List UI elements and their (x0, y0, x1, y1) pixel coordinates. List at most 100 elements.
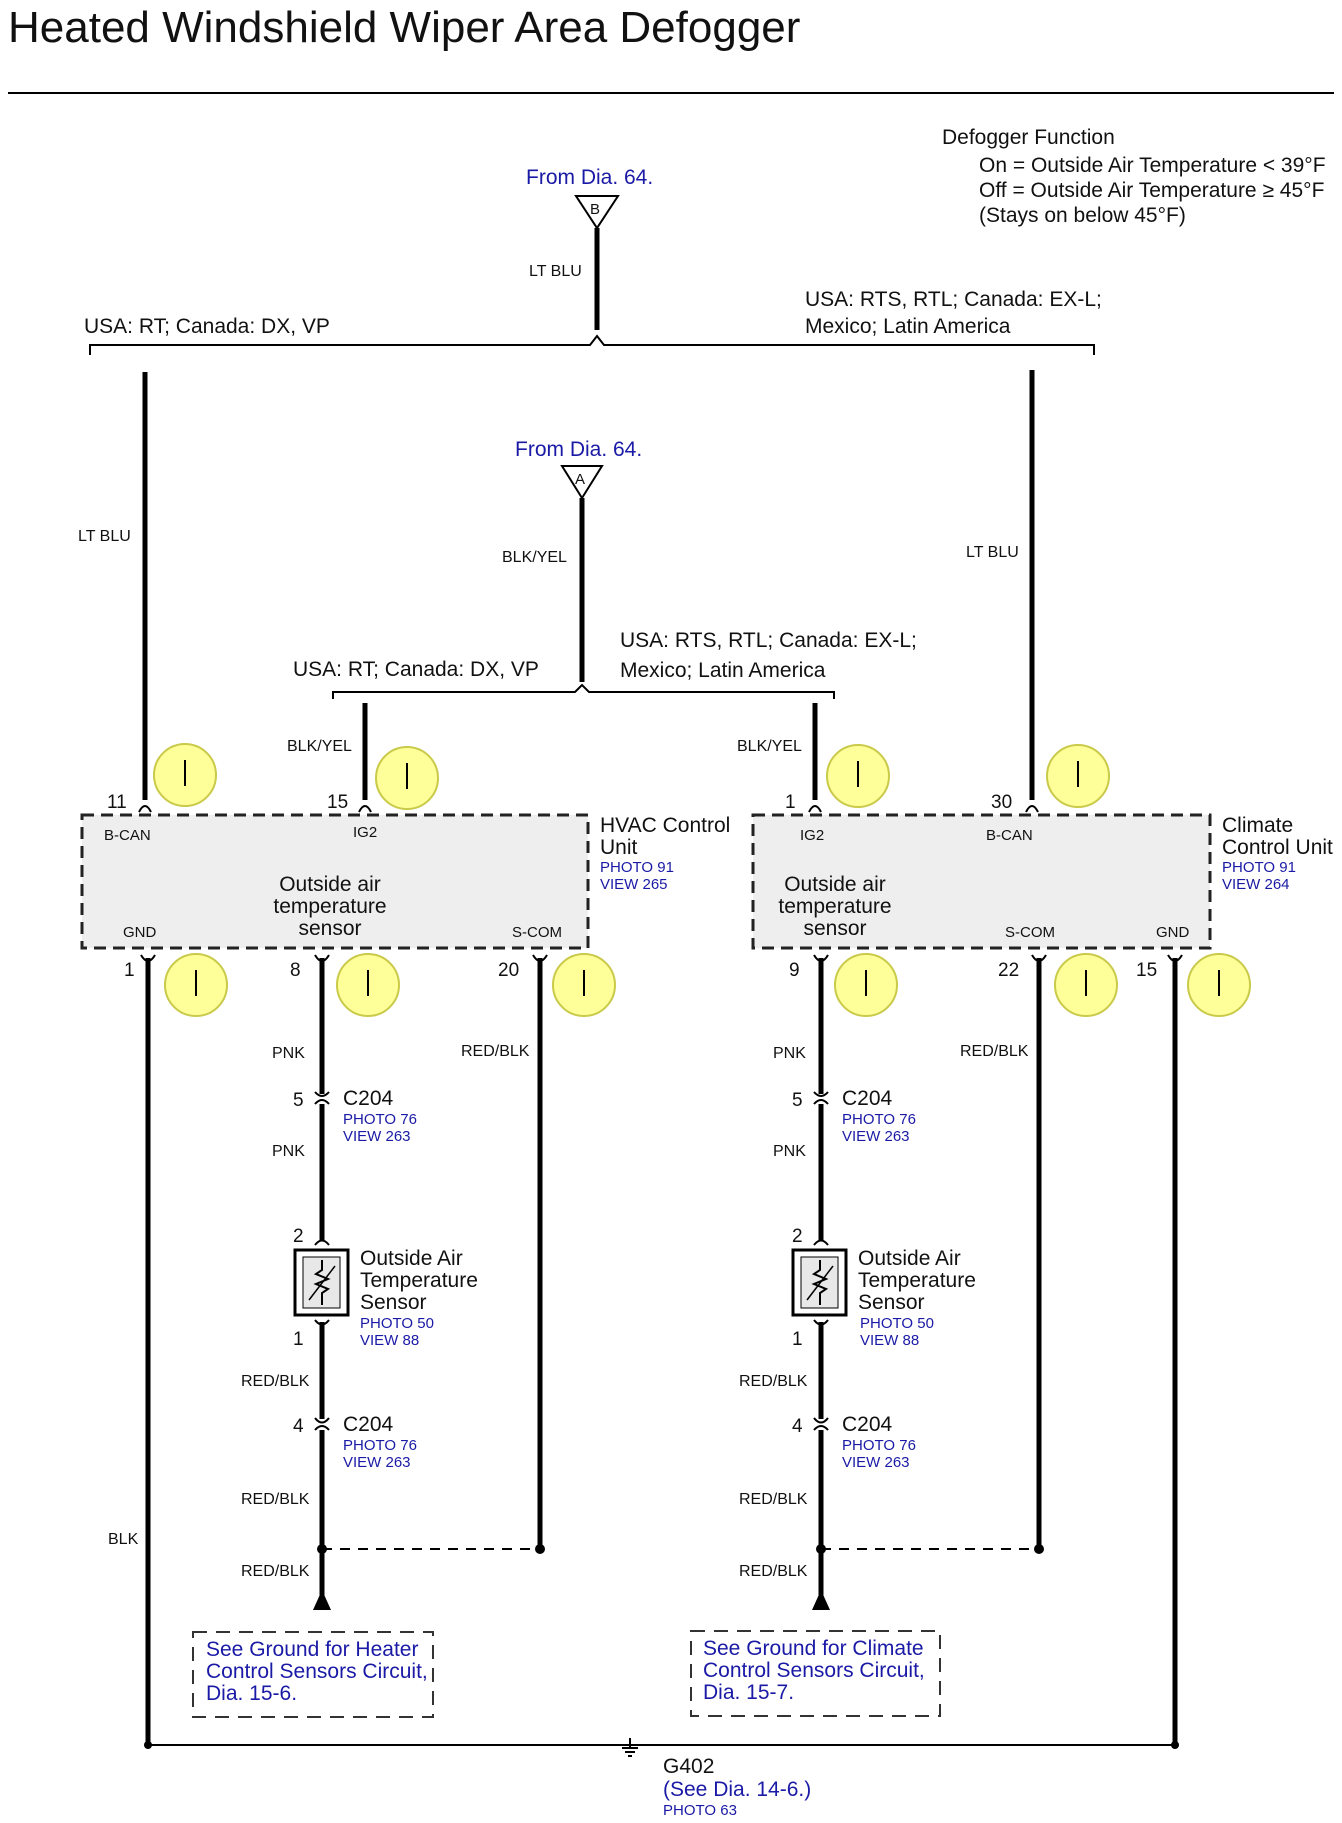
climate-inner-line2: temperature (778, 895, 891, 918)
c204-left-bottom-photo: PHOTO 76 (343, 1437, 417, 1454)
wire-label-lt-blu-top: LT BLU (529, 263, 582, 280)
splice-point-right-scom (1034, 1544, 1044, 1554)
hvac-view: VIEW 265 (600, 876, 668, 893)
hvac-inner-line2: temperature (273, 895, 386, 918)
wire-label-pnk-right-b: PNK (773, 1143, 806, 1160)
variant-bracket-top (89, 334, 1095, 355)
pin-hvac-gnd: 1 (124, 960, 135, 981)
see-heater-line2: Control Sensors Circuit, (206, 1660, 428, 1683)
clock-icon (1054, 953, 1118, 1017)
thermistor-arrow-icon (806, 1265, 834, 1301)
climate-scom-label: S-COM (1005, 924, 1055, 941)
c204-left-pin4: 4 (293, 1416, 304, 1437)
ground-icon (622, 1738, 638, 1757)
hvac-scom-label: S-COM (512, 924, 562, 941)
sensor-left-line1: Outside Air (360, 1247, 463, 1270)
c204-right-pin4: 4 (792, 1416, 803, 1437)
wire-label-blk-yel-hvac: BLK/YEL (287, 738, 352, 755)
sensor-right-photo: PHOTO 50 (860, 1315, 934, 1332)
c204-right-top-name: C204 (842, 1087, 893, 1110)
variant-right-middle-line1: USA: RTS, RTL; Canada: EX-L; (620, 629, 917, 652)
climate-inner-line3: sensor (803, 917, 866, 940)
connector-b-label: B (590, 201, 600, 218)
climate-ig2-label: IG2 (800, 827, 824, 844)
c204-left-bottom-view: VIEW 263 (343, 1454, 411, 1471)
climate-control-unit-box (751, 813, 1212, 950)
sensor-left-photo: PHOTO 50 (360, 1315, 434, 1332)
wire-label-red-blk-left-scom: RED/BLK (461, 1043, 530, 1060)
hvac-photo: PHOTO 91 (600, 859, 674, 876)
climate-gnd-label: GND (1156, 924, 1190, 941)
climate-bcan-label: B-CAN (986, 827, 1033, 844)
sensor-right-line3: Sensor (858, 1291, 925, 1314)
sensor-left-pin2: 2 (293, 1226, 304, 1247)
hvac-inner-line3: sensor (298, 917, 361, 940)
climate-inner-line1: Outside air (784, 873, 886, 896)
clock-icon (375, 746, 439, 810)
ground-photo: PHOTO 63 (663, 1802, 737, 1819)
c204-right-pin5-mark (813, 1091, 829, 1105)
defogger-off: Off = Outside Air Temperature ≥ 45°F (979, 179, 1324, 202)
ground-g402-label: G402 (663, 1755, 714, 1778)
c204-left-pin4-mark (314, 1417, 330, 1431)
variant-left-top: USA: RT; Canada: DX, VP (84, 315, 330, 338)
defogger-stays: (Stays on below 45°F) (979, 204, 1186, 227)
see-ground-climate-box (690, 1630, 941, 1717)
see-heater-line3[interactable]: Dia. 15-6. (206, 1682, 297, 1705)
pin-climate-bcan: 30 (991, 792, 1012, 813)
wire-label-lt-blu-right: LT BLU (966, 544, 1019, 561)
pin-climate-scom: 22 (998, 960, 1019, 981)
hvac-bcan-label: B-CAN (104, 827, 151, 844)
clock-icon (552, 953, 616, 1017)
hvac-gnd-label: GND (123, 924, 157, 941)
page-title: Heated Windshield Wiper Area Defogger (8, 3, 800, 52)
see-climate-line3[interactable]: Dia. 15-7. (703, 1681, 794, 1704)
hvac-name-line2: Unit (600, 836, 638, 859)
c204-left-pin5: 5 (293, 1090, 304, 1111)
defogger-on: On = Outside Air Temperature < 39°F (979, 154, 1326, 177)
wire-label-blk: BLK (108, 1531, 139, 1548)
hvac-inner-line1: Outside air (279, 873, 381, 896)
climate-name-line1: Climate (1222, 814, 1293, 837)
sensor-right-pin2: 2 (792, 1226, 803, 1247)
sensor-left-line2: Temperature (360, 1269, 478, 1292)
see-ground-heater-box (192, 1631, 434, 1718)
clock-icon (834, 953, 898, 1017)
climate-name-line2: Control Unit (1222, 836, 1333, 859)
ground-see-dia[interactable]: (See Dia. 14-6.) (663, 1778, 811, 1801)
c204-right-bottom-view: VIEW 263 (842, 1454, 910, 1471)
c204-right-bottom-name: C204 (842, 1413, 893, 1436)
sensor-right-view: VIEW 88 (860, 1332, 919, 1349)
pin-hvac-bcan: 11 (107, 792, 127, 813)
ground-node-left (144, 1741, 152, 1749)
c204-left-bottom-name: C204 (343, 1413, 394, 1436)
sensor-right-pin2-mark (813, 1239, 829, 1246)
pin-climate-gnd: 15 (1136, 960, 1157, 981)
resistor-icon (313, 1260, 331, 1305)
hvac-name-line1: HVAC Control (600, 814, 730, 837)
sensor-left-pin2-mark (314, 1239, 330, 1246)
wire-label-red-blk-right-a: RED/BLK (739, 1373, 808, 1390)
sensor-right-pin1: 1 (792, 1329, 803, 1350)
wire-label-red-blk-left-b: RED/BLK (241, 1491, 310, 1508)
splice-point-left-scom (535, 1544, 545, 1554)
ground-node-right (1171, 1741, 1179, 1749)
see-climate-line1: See Ground for Climate (703, 1637, 924, 1660)
pin-hvac-scom: 20 (498, 960, 519, 981)
variant-right-top-line2: Mexico; Latin America (805, 315, 1011, 338)
pin-mark-climate-1 (808, 805, 822, 813)
wire-label-blk-yel-top: BLK/YEL (502, 549, 567, 566)
c204-left-top-view: VIEW 263 (343, 1128, 411, 1145)
pin-mark-hvac-11 (138, 805, 152, 813)
connector-b-triangle (574, 195, 620, 230)
clock-icon (164, 953, 228, 1017)
wire-label-pnk-right-a: PNK (773, 1045, 806, 1062)
clock-icon (153, 743, 217, 807)
from-dia-a: From Dia. 64. (515, 438, 642, 461)
wire-label-red-blk-left-c: RED/BLK (241, 1563, 310, 1580)
wire-label-lt-blu-left: LT BLU (78, 528, 131, 545)
c204-right-pin4-mark (813, 1417, 829, 1431)
sensor-left-view: VIEW 88 (360, 1332, 419, 1349)
variant-left-middle: USA: RT; Canada: DX, VP (293, 658, 539, 681)
